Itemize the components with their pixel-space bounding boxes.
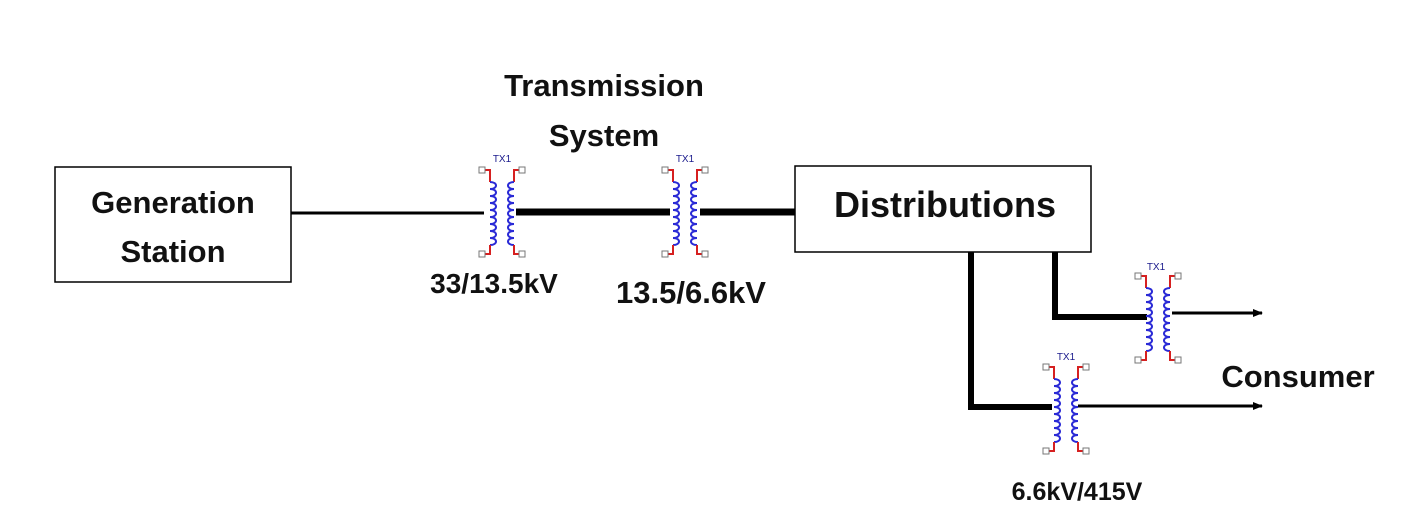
step1-voltage-label: 33/13.5kV: [430, 268, 558, 299]
transformer-4-tag: TX1: [1057, 352, 1076, 363]
generation-station-label-line1: Generation: [91, 185, 255, 220]
generation-station-label-line2: Station: [120, 234, 225, 269]
generation-station-box: [54, 166, 292, 283]
distributions-box: [794, 165, 1092, 253]
distributions-label: Distributions: [834, 184, 1056, 225]
lower-branch-line: [968, 252, 1052, 410]
transmission-system-label-line1: Transmission: [504, 68, 704, 103]
consumer-label: Consumer: [1221, 359, 1374, 394]
step2-voltage-label: 13.5/6.6kV: [616, 275, 766, 310]
transformer-3-tag: TX1: [1147, 262, 1166, 273]
transformer-2-tag: TX1: [676, 154, 695, 165]
step3-voltage-label: 6.6kV/415V: [1012, 478, 1143, 506]
upper-branch-line: [1052, 252, 1147, 320]
transformer-1-tag: TX1: [493, 154, 512, 165]
transmission-system-label-line2: System: [549, 118, 659, 153]
